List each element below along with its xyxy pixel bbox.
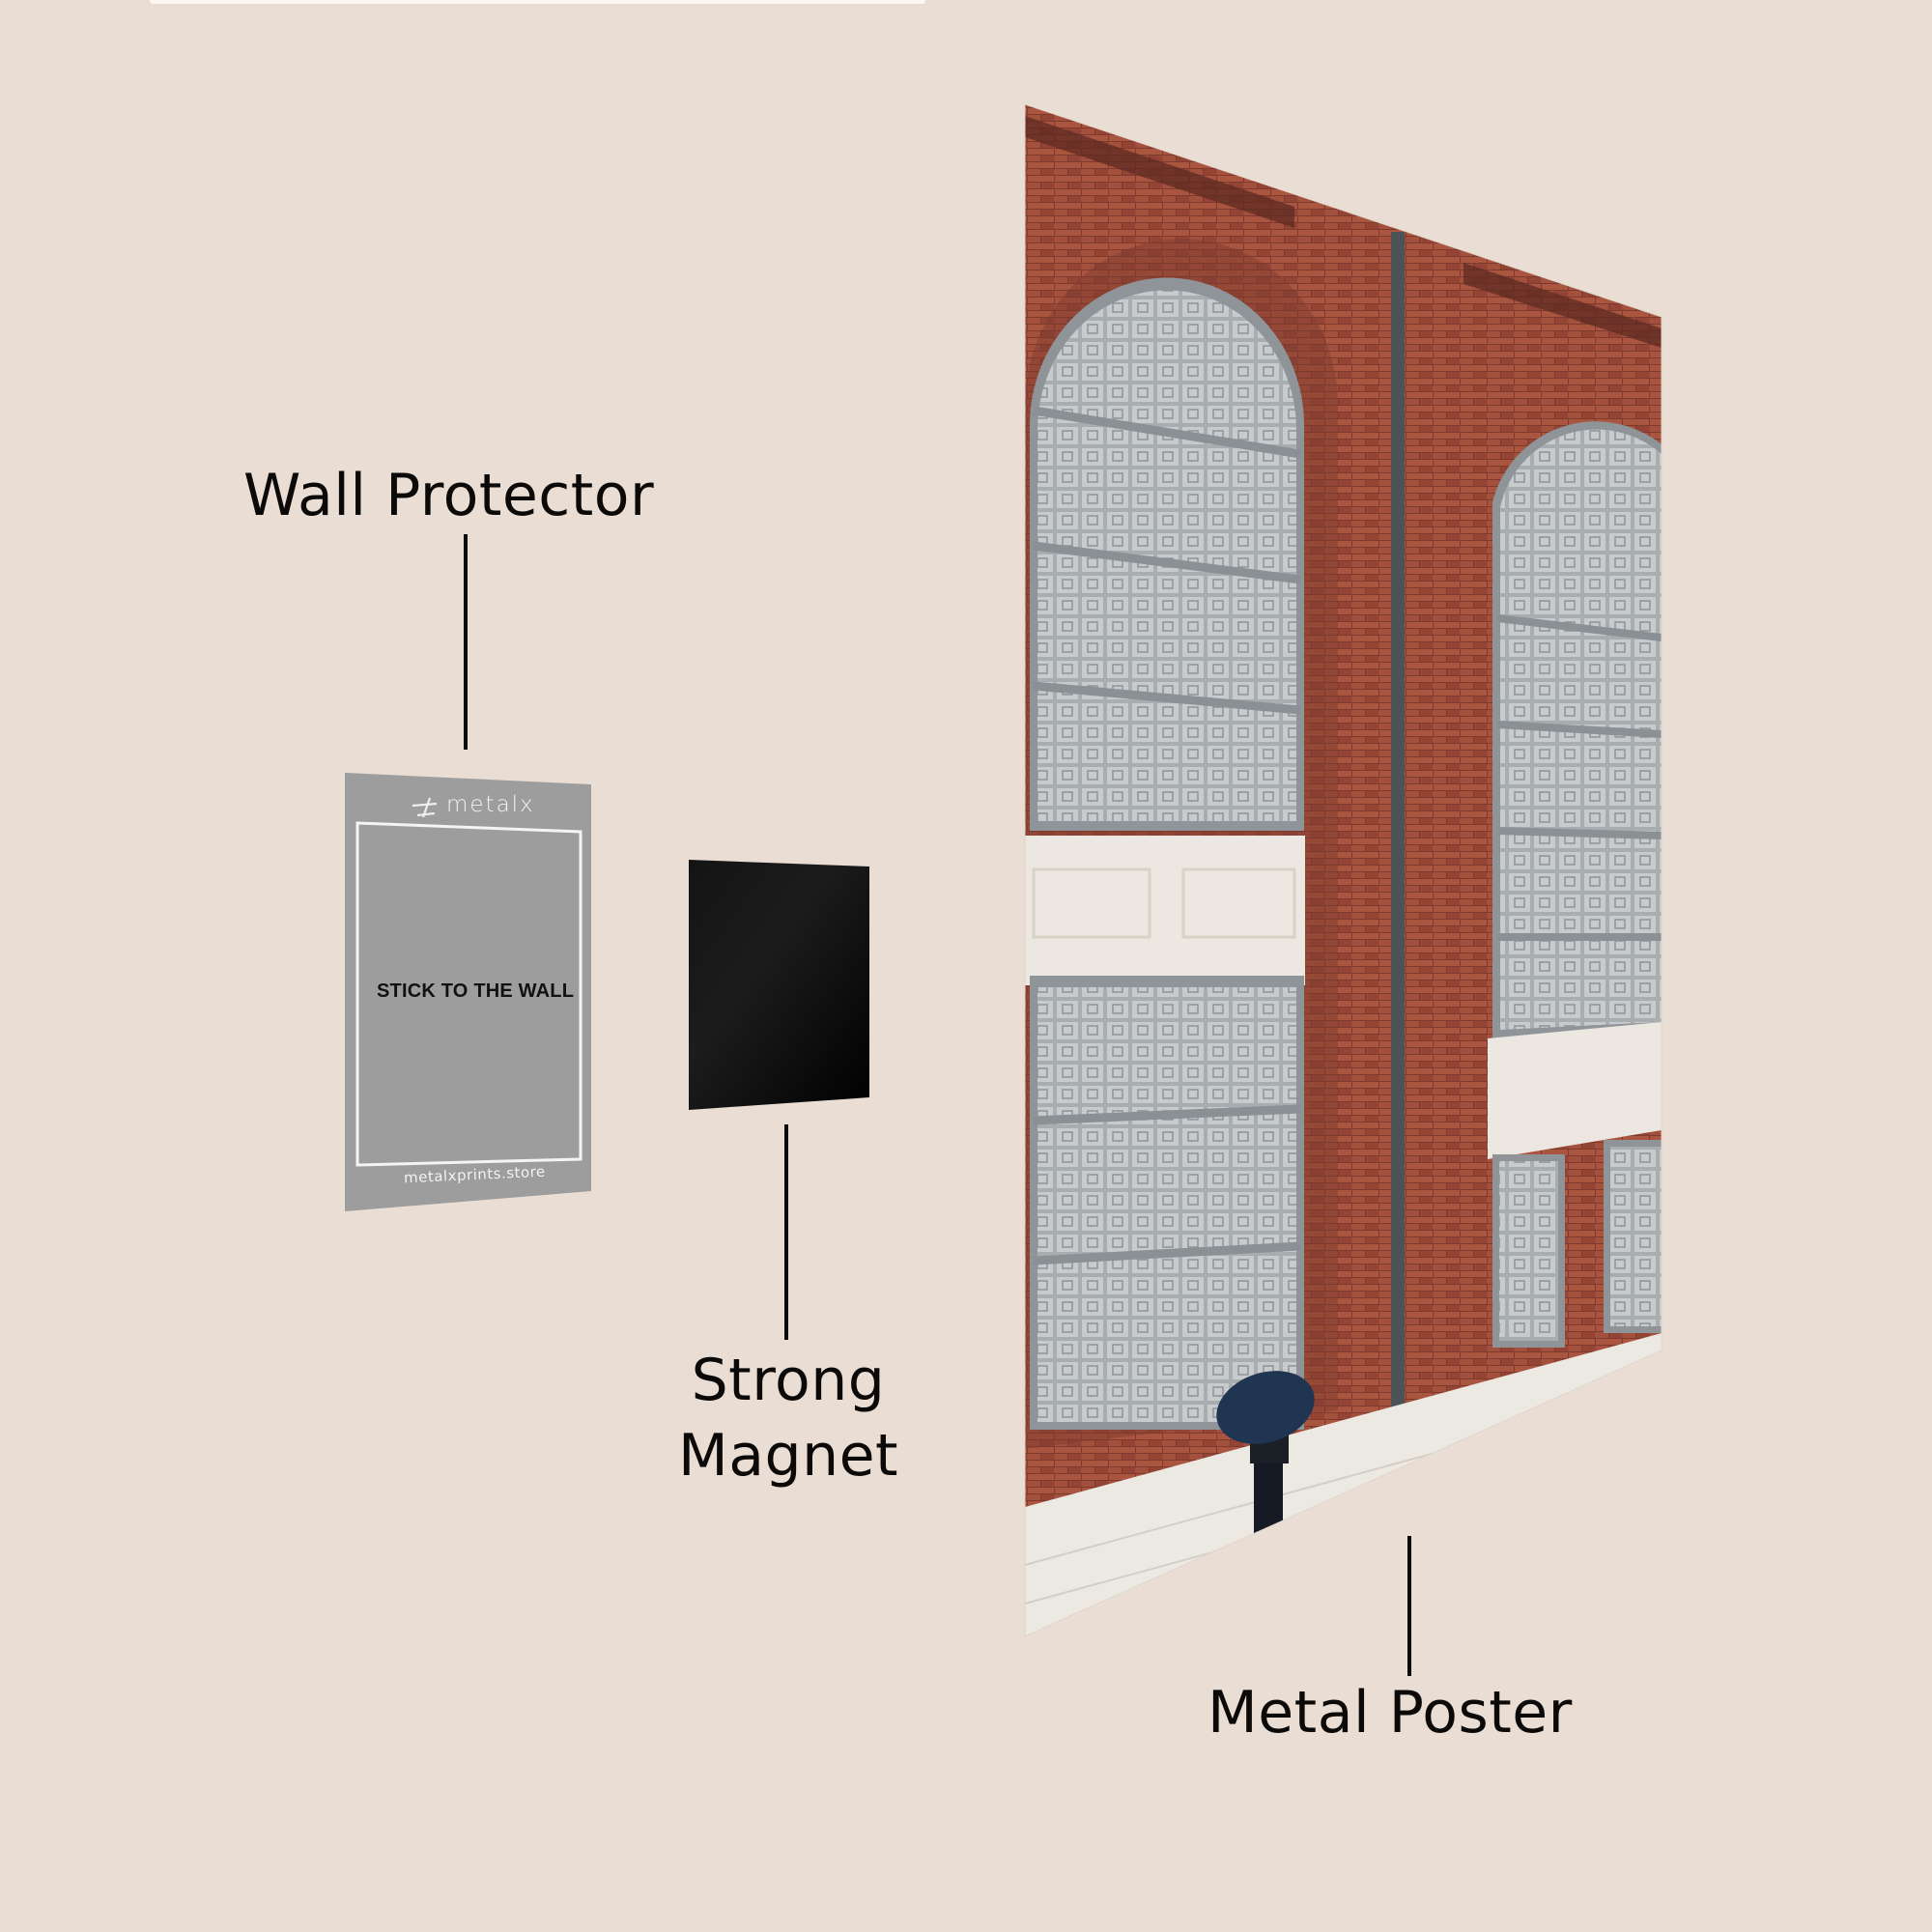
- poster-drainpipe: [1391, 232, 1405, 1488]
- metal-poster: [1025, 104, 1662, 1636]
- strong-magnet-label-line1: Strong: [691, 1347, 886, 1414]
- poster-right-window: [1488, 421, 1662, 1348]
- wall-protector-plate: [345, 773, 591, 1211]
- strong-magnet-label-line2: Magnet: [677, 1422, 899, 1490]
- metal-poster-label: Metal Poster: [1208, 1679, 1573, 1747]
- magnet-plate: [689, 860, 869, 1110]
- wall-protector-frame: [355, 821, 582, 1167]
- strong-magnet: [689, 860, 869, 1110]
- wall-protector: [345, 773, 591, 1211]
- wall-protector-label: Wall Protector: [243, 462, 655, 529]
- magnet-leader-line: [784, 1124, 788, 1340]
- poster-leader-line: [1407, 1536, 1411, 1676]
- strong-magnet-label: Strong Magnet: [653, 1343, 923, 1493]
- metalx-logo-icon: [412, 797, 438, 818]
- wall-protector-brand: metalx: [446, 792, 535, 817]
- poster-person-with-umbrella: [1216, 1371, 1315, 1539]
- poster-left-window: [1025, 239, 1338, 1450]
- top-edge-strip: [150, 0, 925, 4]
- wall-protector-leader-line: [464, 534, 468, 750]
- wall-protector-instruction: STICK TO THE WALL: [377, 980, 575, 1002]
